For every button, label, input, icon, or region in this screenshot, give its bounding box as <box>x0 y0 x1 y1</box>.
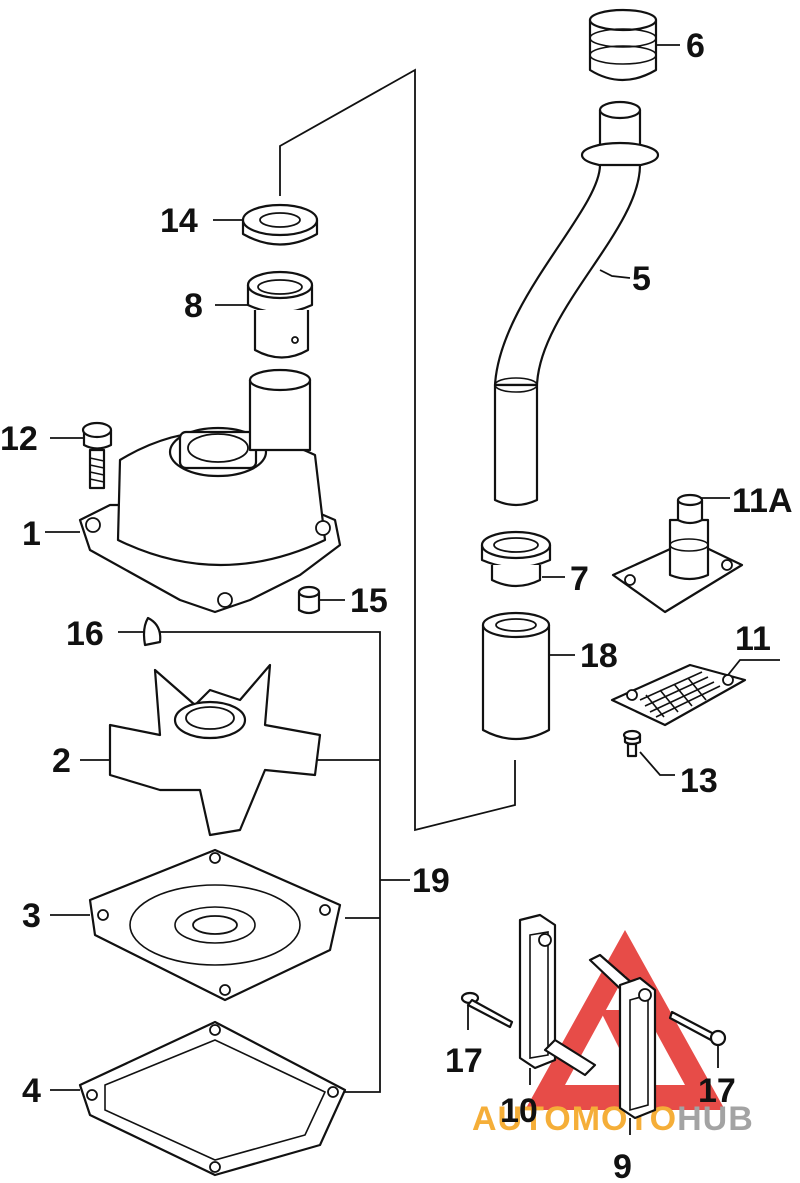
callout-18: 18 <box>580 637 618 675</box>
callout-11: 11 <box>735 620 771 658</box>
part-1-pump-housing <box>45 368 342 614</box>
callout-8: 8 <box>184 287 203 325</box>
callout-16: 16 <box>66 615 104 653</box>
callout-15: 15 <box>350 582 388 620</box>
callout-2: 2 <box>52 742 71 780</box>
callout-11a: 11A <box>732 482 793 520</box>
part-3-plate <box>50 848 342 1002</box>
part-2-impeller <box>80 663 322 837</box>
watermark-hub: HUB <box>677 1100 754 1138</box>
callout-3: 3 <box>22 897 41 935</box>
callout-19: 19 <box>412 862 450 900</box>
part-13-screw <box>622 729 675 776</box>
watermark-auto: AUTO <box>472 1100 572 1138</box>
part-4-gasket <box>50 1020 347 1177</box>
part-10-strip <box>518 913 597 1085</box>
part-12-bolt <box>50 421 113 490</box>
callout-17-right: 17 <box>698 1072 736 1110</box>
part-8-bushing <box>215 270 314 359</box>
svg-text:AUTOMOTOHUB: AUTOMOTOHUB <box>472 1100 754 1138</box>
callout-13: 13 <box>680 762 718 800</box>
part-5-water-tube <box>493 100 660 507</box>
callout-5: 5 <box>632 260 651 298</box>
callout-6: 6 <box>686 27 705 65</box>
part-9-strip <box>588 953 657 1135</box>
part-16-key <box>118 616 162 647</box>
part-17-screw-right <box>668 1010 727 1068</box>
callout-4: 4 <box>22 1072 41 1110</box>
part-11-screen <box>610 659 780 727</box>
callout-10: 10 <box>500 1092 538 1130</box>
callout-7: 7 <box>570 560 589 598</box>
part-7-bushing <box>480 530 565 588</box>
part-17-screw-left <box>460 991 514 1030</box>
callout-1: 1 <box>22 515 41 553</box>
part-11a-plate <box>611 493 744 614</box>
part-6-grommet <box>588 8 680 81</box>
part-15-pin <box>297 585 345 615</box>
part-18-sleeve <box>481 611 575 740</box>
callout-14: 14 <box>160 202 198 240</box>
part-14-washer <box>213 203 319 246</box>
callout-17-left: 17 <box>445 1042 483 1080</box>
callout-12: 12 <box>0 420 38 458</box>
callout-9: 9 <box>613 1148 632 1183</box>
